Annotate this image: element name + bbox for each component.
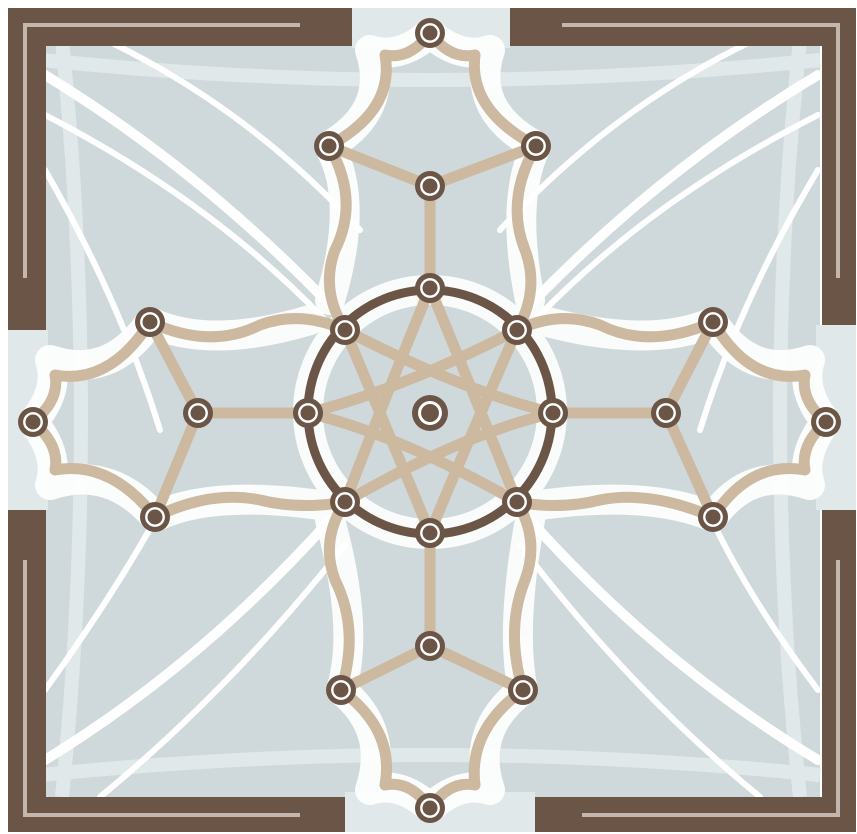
boss-disc	[698, 307, 728, 337]
boss-disc	[183, 398, 213, 428]
boss-ring-south	[415, 518, 445, 548]
boss-disc	[412, 395, 448, 431]
boss-disc	[330, 315, 360, 345]
boss-disc	[415, 18, 445, 48]
boss-disc	[538, 398, 568, 428]
boss-disc	[140, 502, 170, 532]
boss-disc	[521, 131, 551, 161]
boss-west-stem	[183, 398, 213, 428]
boss-disc	[651, 398, 681, 428]
boss-disc	[293, 398, 323, 428]
boss-north-stem	[415, 171, 445, 201]
center-boss-icon	[412, 395, 448, 431]
boss-west-tip	[18, 407, 48, 437]
boss-disc	[415, 518, 445, 548]
boss-disc	[508, 675, 538, 705]
boss-south-right	[508, 675, 538, 705]
boss-south-left	[326, 675, 356, 705]
boss-disc	[314, 131, 344, 161]
boss-disc	[135, 307, 165, 337]
boss-disc	[415, 631, 445, 661]
boss-west-top	[135, 307, 165, 337]
boss-disc	[698, 502, 728, 532]
boss-ring-west	[293, 398, 323, 428]
boss-disc	[326, 675, 356, 705]
boss-ring-north	[415, 273, 445, 303]
boss-disc	[415, 171, 445, 201]
boss-disc	[415, 273, 445, 303]
boss-disc	[502, 487, 532, 517]
boss-ring-ne	[502, 315, 532, 345]
boss-north-tip	[415, 18, 445, 48]
boss-ring-nw	[330, 315, 360, 345]
boss-disc	[415, 793, 445, 823]
boss-disc	[811, 407, 841, 437]
boss-north-left	[314, 131, 344, 161]
boss-ring-se	[502, 487, 532, 517]
boss-disc	[330, 487, 360, 517]
boss-east-stem	[651, 398, 681, 428]
boss-east-tip	[811, 407, 841, 437]
boss-east-top	[698, 307, 728, 337]
boss-ring-east	[538, 398, 568, 428]
boss-ring-sw	[330, 487, 360, 517]
boss-south-stem	[415, 631, 445, 661]
boss-disc	[502, 315, 532, 345]
boss-south-tip	[415, 793, 445, 823]
boss-east-bottom	[698, 502, 728, 532]
boss-north-right	[521, 131, 551, 161]
boss-disc	[18, 407, 48, 437]
boss-west-bottom	[140, 502, 170, 532]
